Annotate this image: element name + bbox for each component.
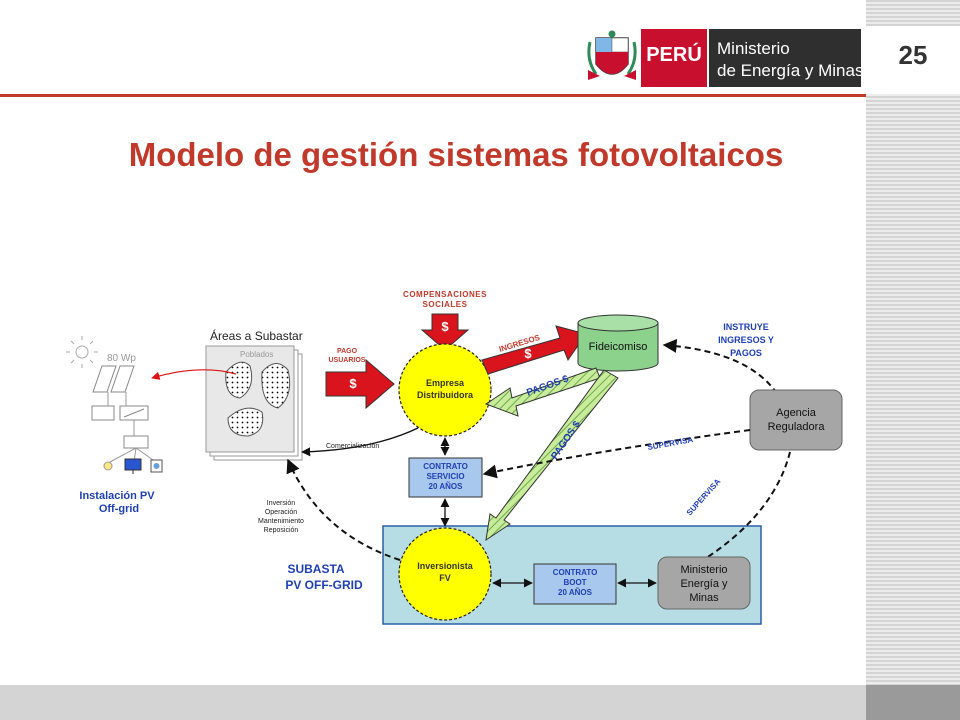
empresa-line1: Empresa <box>426 378 465 388</box>
pago-usuarios-line1: PAGO <box>337 348 358 355</box>
instruye-line1: INSTRUYE <box>723 322 769 332</box>
areas-title: Áreas a Subastar <box>210 328 303 343</box>
pago-usuarios-line2: USUARIOS <box>329 357 366 364</box>
page-number-box <box>866 26 960 94</box>
ingresos-symbol: $ <box>524 346 532 361</box>
inversion-line4: Reposición <box>264 527 299 534</box>
inversionista-line1: Inversionista <box>417 561 474 571</box>
pagos-to-empresa-arrow <box>484 367 601 417</box>
footer-bar <box>0 685 866 720</box>
areas-document-stack: Poblados Áreas a Subastar <box>205 328 303 461</box>
contrato-servicio-line2: SERVICIO <box>426 472 464 481</box>
page-number: 25 <box>898 40 928 70</box>
village-zone-3 <box>227 407 264 437</box>
logo-ministry-line1: Ministerio <box>717 39 790 58</box>
subasta-line2: PV OFF-GRID <box>285 578 363 592</box>
supervisa-contrato-arrow <box>482 429 751 479</box>
pago-usuarios-symbol: $ <box>349 376 357 391</box>
agencia-reguladora-node <box>749 389 843 451</box>
pv-caption-line2: Off-grid <box>99 503 139 515</box>
comercializacion-label: Comercialización <box>326 443 379 450</box>
page-title: Modelo de gestión sistemas fotovoltaicos <box>0 136 960 174</box>
comercializacion-arrow <box>301 427 419 457</box>
agencia-line2: Reguladora <box>768 421 826 433</box>
inversionista-line2: FV <box>439 573 451 583</box>
village-zone-1 <box>225 361 253 399</box>
ministerio-line3: Minas <box>689 592 719 604</box>
footer-bar-corner <box>866 685 960 720</box>
header-rule <box>0 94 866 97</box>
compensaciones-line2: SOCIALES <box>423 300 468 309</box>
inversion-line3: Mantenimiento <box>258 518 304 525</box>
supervisa-ministerio-arrow <box>662 451 791 583</box>
side-stripe <box>866 0 960 720</box>
contrato-boot-box <box>533 563 617 605</box>
supervisa-2-label: SUPERVISA <box>685 477 723 517</box>
logo-ministry-line2: de Energía y Minas <box>717 61 864 80</box>
empresa-line2: Distribuidora <box>417 390 474 400</box>
compensaciones-arrow <box>420 313 470 351</box>
empresa-distribuidora-node <box>398 343 492 437</box>
contrato-boot-line2: BOOT <box>563 578 586 587</box>
solar-panel-icon <box>92 365 135 393</box>
logo-country: PERÚ <box>646 44 702 66</box>
light-bulb-icon <box>103 461 113 471</box>
instruye-line3: PAGOS <box>730 348 762 358</box>
inversion-line1: Inversión <box>267 500 296 507</box>
contrato-boot-line3: 20 AÑOS <box>558 588 593 597</box>
area-to-pv-arrow <box>151 369 237 380</box>
contrato-servicio-line1: CONTRATO <box>423 462 468 471</box>
ministerio-line1: Ministerio <box>680 564 727 576</box>
pv-caption-line1: Instalación PV <box>79 490 155 502</box>
logo-ministry-box <box>709 29 861 87</box>
coat-of-arms-icon <box>587 30 637 80</box>
contrato-servicio-box <box>408 457 483 498</box>
supervisa-1-label: SUPERVISA <box>647 435 694 452</box>
charge-controller-icon <box>91 405 149 421</box>
ministerio-node <box>657 556 751 610</box>
inversionista-node <box>398 527 492 621</box>
instruye-line2: INGRESOS Y <box>718 335 774 345</box>
appliance-icon <box>150 459 163 473</box>
compensaciones-symbol: $ <box>441 319 449 334</box>
compensaciones-line1: COMPENSACIONES <box>403 290 487 299</box>
sun-icon <box>66 336 98 368</box>
inversion-line2: Operación <box>265 509 297 516</box>
inverter-icon <box>123 435 149 449</box>
agencia-line1: Agencia <box>776 407 817 419</box>
subasta-line1: SUBASTA <box>287 562 344 576</box>
contrato-servicio-line3: 20 AÑOS <box>429 482 464 491</box>
pv-installation: 80 Wp Instalación PV Off-grid <box>66 336 163 515</box>
pago-usuarios-arrow <box>325 358 395 410</box>
pv-panel-label: 80 Wp <box>107 353 136 364</box>
logo-peru-box <box>641 29 707 87</box>
monitor-icon <box>124 458 142 474</box>
ministerio-line2: Energía y <box>680 578 728 590</box>
village-zone-2 <box>261 363 291 409</box>
pagos-to-inversionista-arrow <box>485 369 619 542</box>
ingresos-arrow <box>481 325 587 375</box>
page-title-text: Modelo de gestión sistemas fotovoltaicos <box>128 136 784 173</box>
contrato-boot-line1: CONTRATO <box>553 568 598 577</box>
fideicomiso-label: Fideicomiso <box>589 341 648 353</box>
areas-doc-label: Poblados <box>240 350 273 359</box>
fideicomiso-node: Fideicomiso <box>577 314 659 372</box>
